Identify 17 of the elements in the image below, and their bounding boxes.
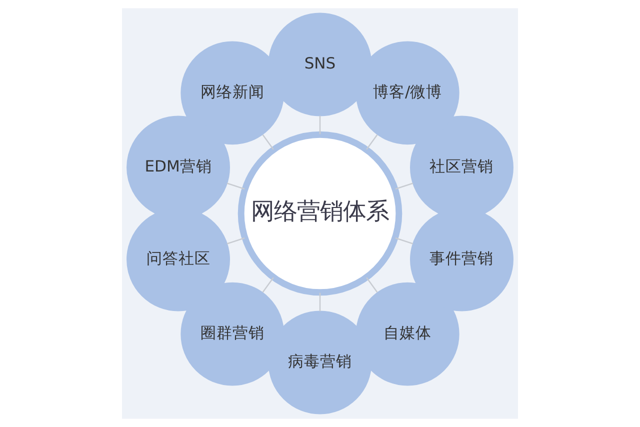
connector bbox=[262, 277, 274, 293]
connector bbox=[226, 182, 245, 190]
connector bbox=[319, 292, 321, 312]
node-circle: 病毒营销 bbox=[268, 310, 372, 414]
connector bbox=[226, 237, 245, 244]
connector bbox=[366, 277, 378, 293]
node-circle: 圈群营销 bbox=[180, 282, 284, 386]
connector bbox=[319, 116, 321, 134]
connector bbox=[366, 134, 378, 150]
node-circle: 自媒体 bbox=[356, 282, 460, 386]
connector bbox=[395, 182, 414, 190]
connector bbox=[395, 237, 414, 244]
node-circle: 网络新闻 bbox=[180, 41, 284, 145]
connector bbox=[262, 134, 274, 150]
node-circle: 网络营销体系 bbox=[238, 131, 402, 296]
node-circle: 博客/微博 bbox=[356, 41, 460, 145]
node-circle: SNS bbox=[268, 12, 372, 116]
